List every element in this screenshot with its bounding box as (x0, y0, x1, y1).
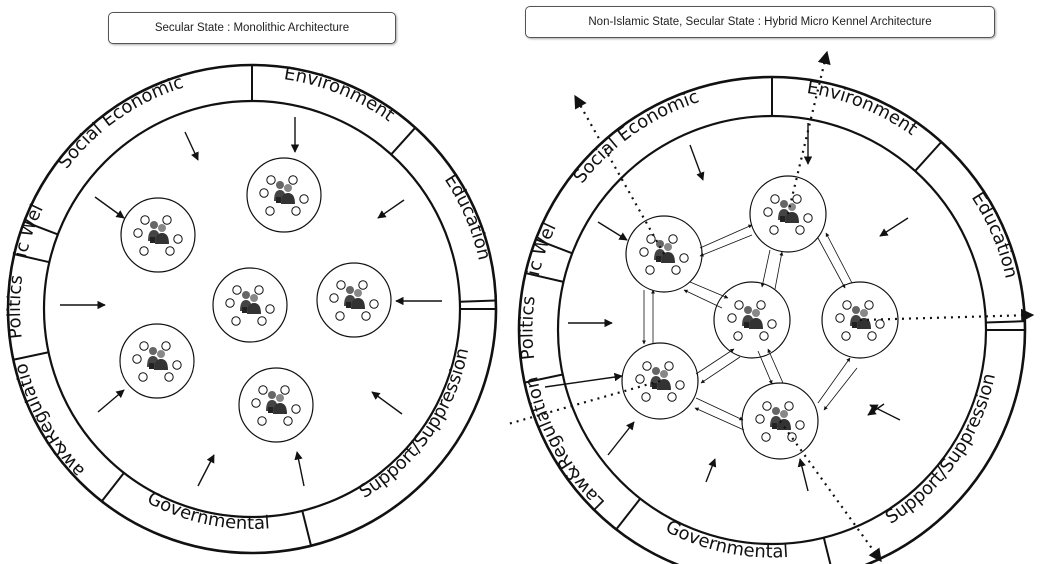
monolithic-diagram: Social Economic EnvironmentEducationSuppo… (0, 0, 498, 555)
influence-arrow (767, 348, 784, 384)
influence-arrow (699, 234, 753, 257)
community-node (316, 262, 392, 338)
influence-arrow (879, 217, 909, 237)
community-node (246, 157, 322, 233)
influence-arrow (695, 348, 735, 375)
sector-label: Politics (516, 295, 539, 361)
sector-label: Education (440, 170, 495, 262)
influence-arrow (197, 454, 215, 487)
left-diagram-title: Secular State : Monolithic Architecture (108, 12, 396, 44)
influence-arrow (544, 372, 623, 388)
influence-arrow (377, 199, 405, 219)
influence-arrow (700, 356, 741, 384)
sector-label: Education (967, 188, 1022, 280)
community-node (238, 367, 314, 443)
sector-label: Social Economic (54, 72, 186, 173)
influence-arrow (97, 389, 125, 413)
community-node (119, 323, 195, 399)
community-node (120, 197, 196, 273)
influence-arrow (94, 196, 125, 219)
influence-arrow (825, 232, 853, 284)
influence-arrow (869, 404, 901, 421)
sector-label: Public Wellfare (0, 0, 48, 259)
influence-arrow (694, 407, 745, 431)
sector-label: Governmental (144, 488, 271, 534)
sector-label: Politics (4, 274, 27, 340)
influence-arrow (699, 224, 753, 249)
influence-arrow (817, 237, 846, 289)
influence-arrow (371, 391, 403, 415)
influence-arrow (823, 367, 858, 411)
influence-arrow (774, 251, 784, 290)
influence-arrow (689, 281, 729, 299)
influence-arrow (760, 249, 771, 288)
sector-label: Law&Regulation (521, 375, 609, 514)
influence-arrow (184, 131, 199, 161)
influence-arrow (294, 451, 305, 487)
community-node (713, 281, 791, 359)
influence-arrow (597, 221, 628, 241)
influence-arrow (607, 421, 635, 456)
sector-label: Environment (805, 77, 921, 140)
influence-arrow (817, 357, 851, 404)
community-node (212, 267, 288, 343)
influence-arrow (695, 397, 744, 421)
sector-label: Support/Suppression (882, 371, 1000, 528)
influence-arrow (683, 289, 723, 309)
boundary-axis (779, 420, 882, 563)
influence-arrow (757, 350, 773, 385)
influence-arrow (705, 458, 717, 483)
sector-label: Environment (283, 63, 399, 126)
boundary-axis (859, 308, 1035, 322)
sector-label: Support/Suppression (356, 346, 474, 503)
sector-label: Governmental (662, 516, 789, 562)
right-diagram-title: Non-Islamic State, Secular State : Hybri… (525, 6, 995, 38)
sector-label: Law&Regulation (0, 0, 89, 481)
influence-arrow (689, 144, 705, 181)
influence-arrow (797, 458, 809, 492)
